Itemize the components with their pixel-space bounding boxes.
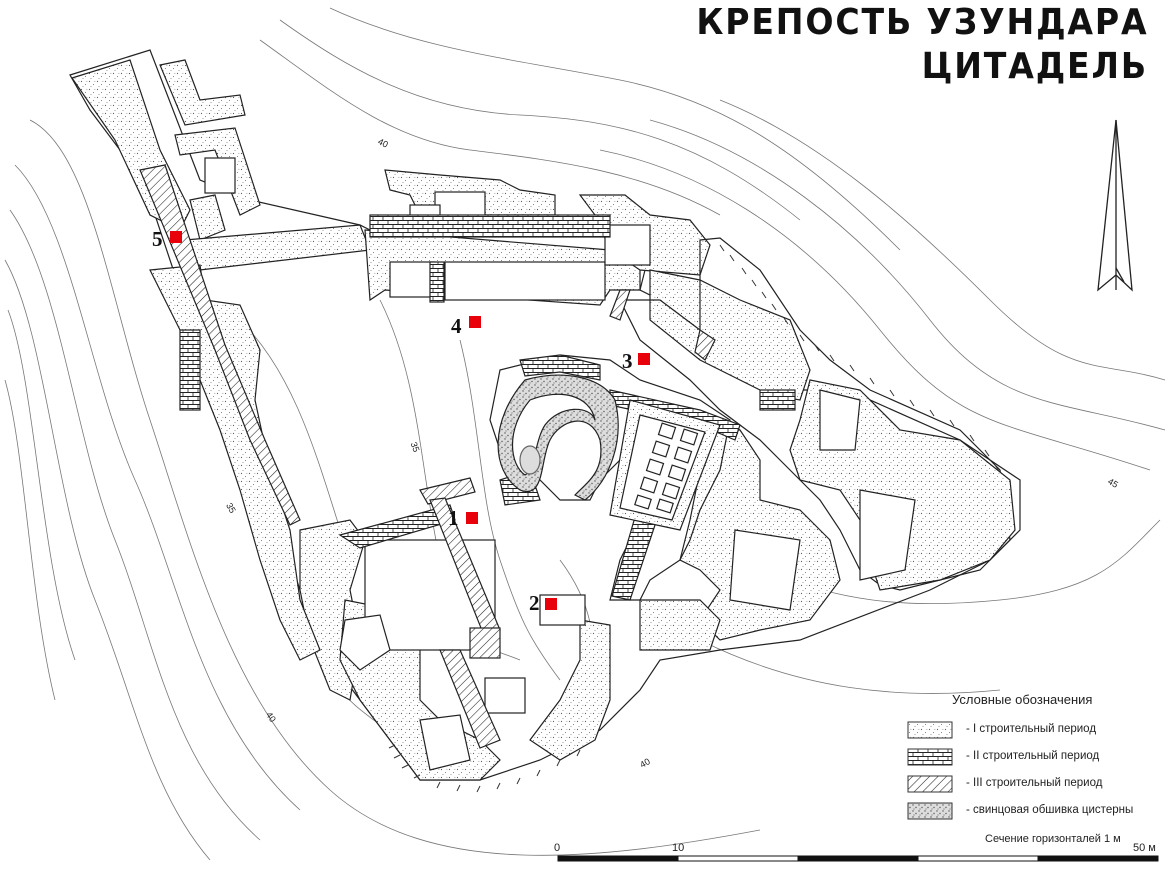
legend-title: Условные обозначения (952, 692, 1093, 707)
north-arrow-icon (1097, 119, 1133, 292)
legend-item-label: - II строительный период (966, 750, 1100, 762)
marker-5-icon (170, 231, 182, 243)
legend-item-label: - I строительный период (966, 723, 1097, 735)
period-1-walls (69, 49, 1021, 781)
legend-item-label: - III строительный период (966, 777, 1103, 789)
scale-bar (557, 855, 1159, 862)
marker-1-label: 1 (448, 506, 459, 530)
marker-4-label: 4 (451, 314, 462, 338)
marker-3-icon (638, 353, 650, 365)
scale-label-10: 10 (672, 842, 685, 854)
marker-5-label: 5 (152, 227, 163, 251)
rubble-slope (388, 244, 1000, 793)
period-3-walls (139, 164, 716, 749)
marker-1-icon (466, 512, 478, 524)
map-title-line2: ЦИТАДЕЛЬ (921, 46, 1148, 87)
scale-label-50: 50 м (1133, 842, 1156, 854)
scale-label-0: 0 (554, 842, 561, 854)
marker-2-label: 2 (529, 591, 540, 615)
cistern-cells (619, 414, 706, 521)
contour-interval-note: Сечение горизонталей 1 м (985, 833, 1121, 845)
map-title-line1: КРЕПОСТЬ УЗУНДАРА (695, 2, 1148, 43)
marker-2-icon (545, 598, 557, 610)
legend-item-label: - свинцовая обшивка цистерны (966, 804, 1134, 816)
marker-4-icon (469, 316, 481, 328)
marker-3-label: 3 (622, 349, 633, 373)
legend-swatches (907, 721, 953, 820)
